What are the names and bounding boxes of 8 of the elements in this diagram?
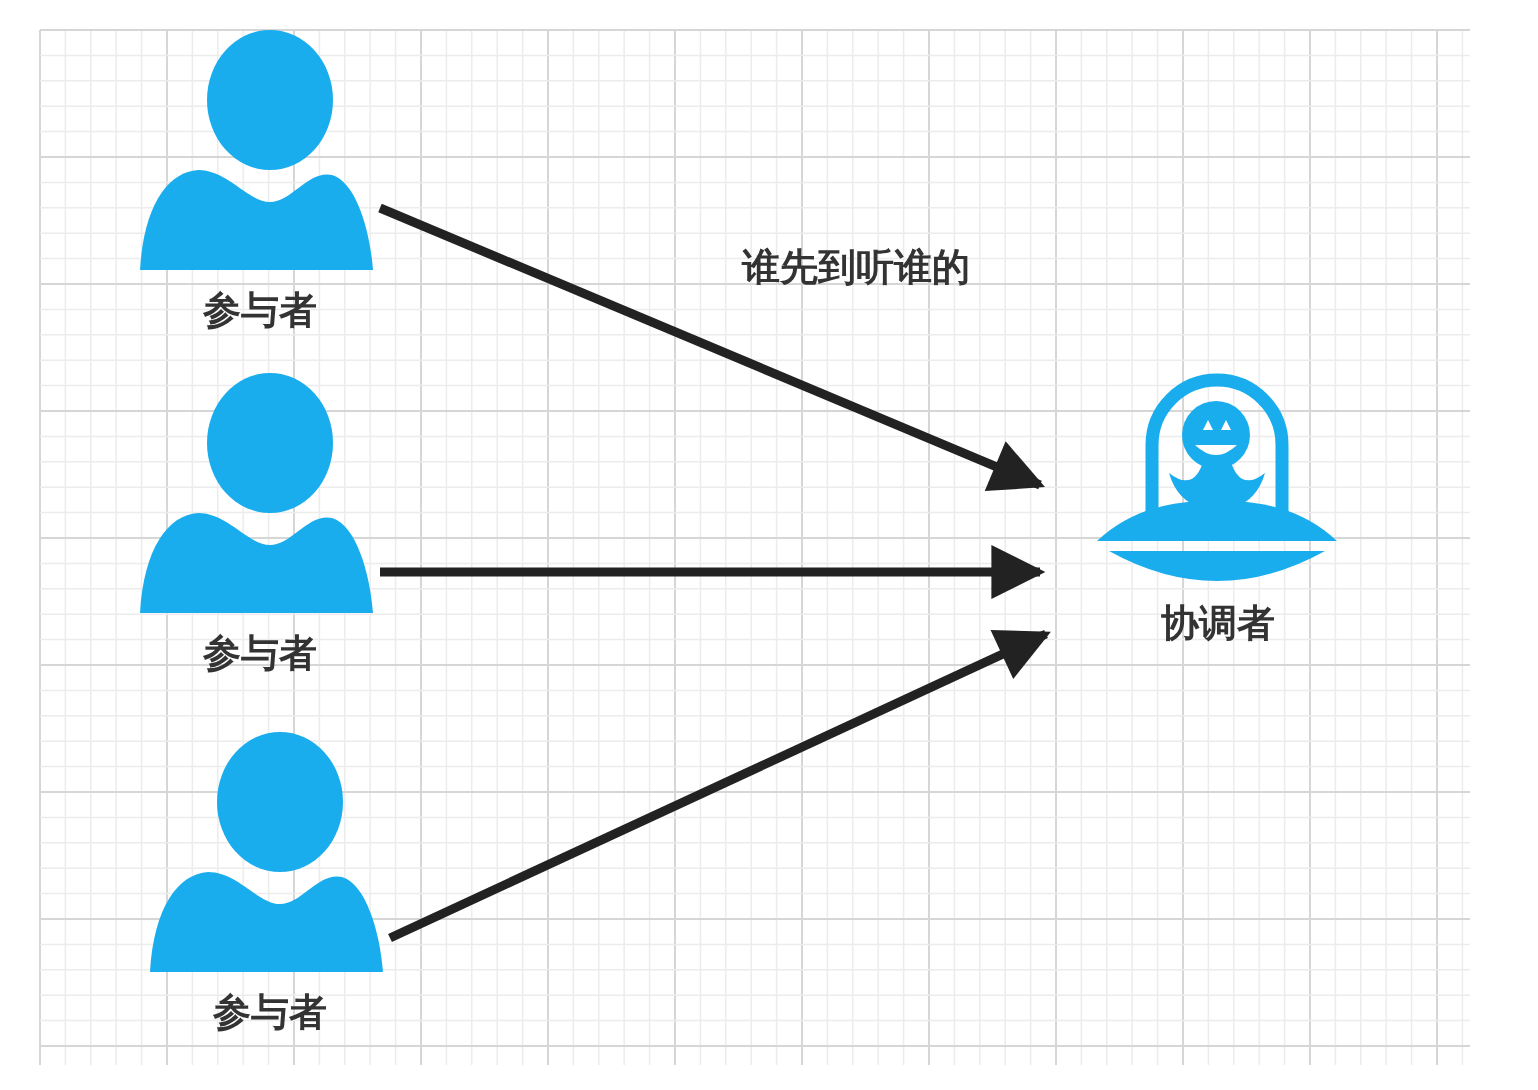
participant-label: 参与者 [213, 989, 327, 1036]
coordinator-label: 协调者 [1160, 600, 1275, 647]
arrow [378, 203, 1045, 492]
participant-label: 参与者 [203, 287, 317, 334]
arrow [388, 629, 1051, 943]
participant-label: 参与者 [203, 630, 317, 677]
note-text: 谁先到听谁的 [742, 244, 970, 291]
arrow [380, 545, 1046, 599]
